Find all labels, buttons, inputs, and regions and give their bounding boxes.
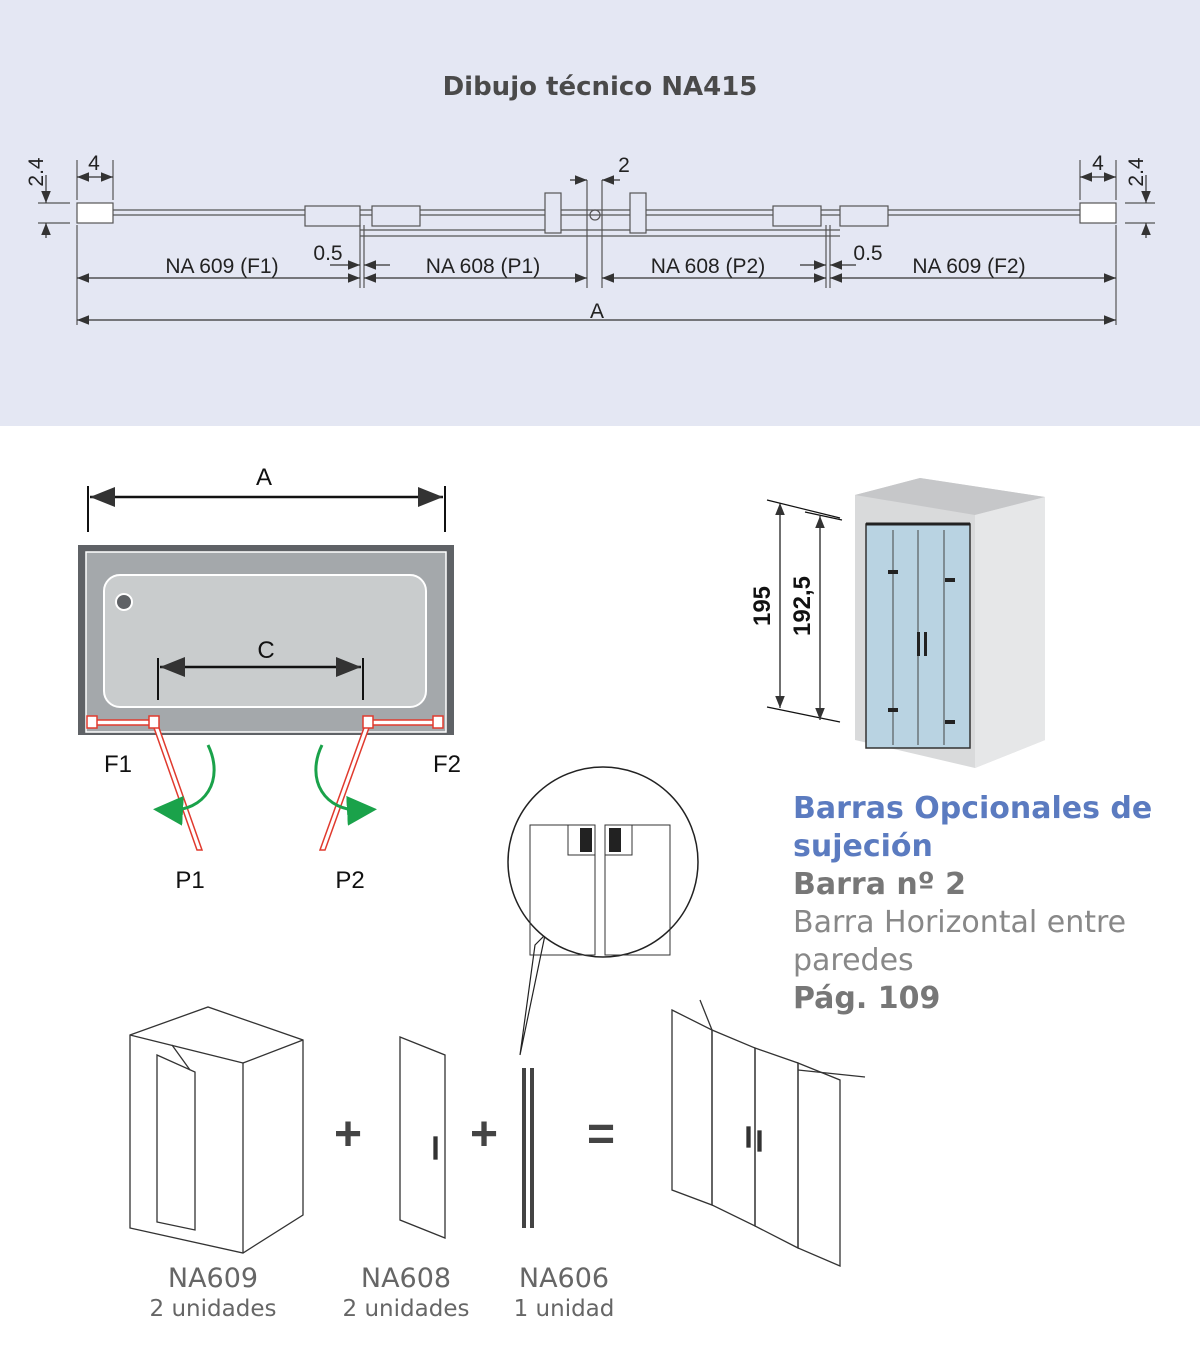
bar-name: Barra nº 2 bbox=[793, 867, 966, 902]
label-p2: P2 bbox=[335, 867, 364, 894]
component-code: NA609 bbox=[167, 1263, 259, 1294]
height-inner-label: 192,5 bbox=[789, 576, 816, 636]
segment-f2-label: NA 609 (F2) bbox=[912, 255, 1025, 278]
plan-view bbox=[70, 486, 470, 851]
gap-left-label: 0.5 bbox=[313, 242, 342, 265]
component-code: NA608 bbox=[360, 1263, 452, 1294]
gap-right-label: 0.5 bbox=[853, 242, 882, 265]
component-code: NA606 bbox=[518, 1263, 610, 1294]
plus-operator-1: + bbox=[334, 1108, 362, 1161]
component-qty: 1 unidad bbox=[513, 1296, 615, 1322]
label-p1: P1 bbox=[175, 867, 204, 894]
dim-2-4-right: 2.4 bbox=[1125, 157, 1148, 187]
top-section-drawing bbox=[38, 160, 1155, 325]
height-outer-label: 195 bbox=[749, 586, 776, 626]
bar-description: Barra Horizontal entre paredes bbox=[793, 905, 1127, 978]
dim-4-left: 4 bbox=[88, 152, 100, 175]
component-na606: NA606 1 unidad bbox=[464, 1263, 664, 1323]
plan-opening-label: C bbox=[257, 637, 274, 664]
label-f2: F2 bbox=[433, 751, 461, 778]
optional-bars-info: Barras Opcionales de sujeción Barra nº 2… bbox=[793, 790, 1153, 1018]
bar-page-reference[interactable]: Pág. 109 bbox=[793, 981, 941, 1016]
segment-p1-label: NA 608 (P1) bbox=[426, 255, 540, 278]
component-qty: 2 unidades bbox=[149, 1296, 277, 1322]
total-width-label: A bbox=[590, 300, 604, 323]
plus-operator-2: + bbox=[470, 1108, 498, 1161]
plan-width-label: A bbox=[256, 464, 272, 491]
dim-2-4-left: 2.4 bbox=[25, 157, 48, 187]
component-na609: NA609 2 unidades bbox=[113, 1263, 313, 1323]
enclosure-3d-illustration: 195 192,5 bbox=[749, 478, 1045, 768]
component-qty: 2 unidades bbox=[342, 1296, 470, 1322]
component-na609-illustration bbox=[129, 1006, 304, 1254]
page-title: Dibujo técnico NA415 bbox=[442, 72, 758, 102]
equals-operator: = bbox=[587, 1108, 615, 1161]
dim-4-right: 4 bbox=[1092, 152, 1104, 175]
dim-2-center: 2 bbox=[618, 154, 630, 177]
optional-bars-heading: Barras Opcionales de sujeción bbox=[793, 791, 1153, 864]
component-na608-illustration bbox=[399, 1036, 446, 1239]
profile-detail-magnifier bbox=[507, 766, 699, 1228]
assembled-enclosure-illustration bbox=[671, 999, 866, 1267]
segment-p2-label: NA 608 (P2) bbox=[651, 255, 765, 278]
component-na608: NA608 2 unidades bbox=[306, 1263, 506, 1323]
segment-f1-label: NA 609 (F1) bbox=[165, 255, 278, 278]
label-f1: F1 bbox=[104, 751, 132, 778]
